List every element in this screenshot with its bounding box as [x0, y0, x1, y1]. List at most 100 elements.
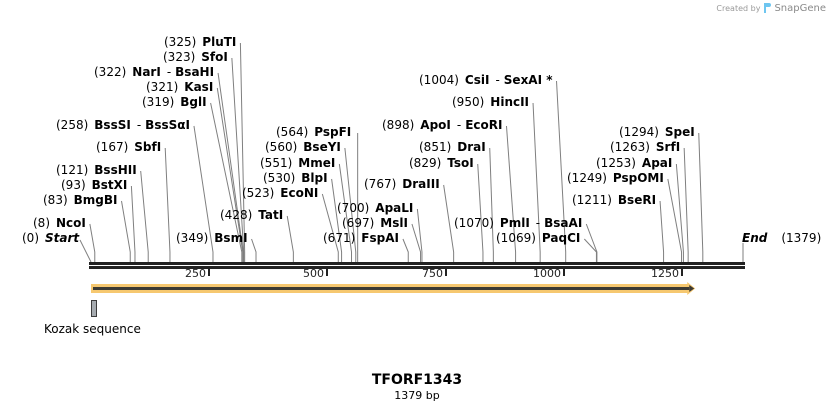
- enzyme-name: PspOMI: [612, 171, 664, 185]
- enzyme-name: BsaHI: [175, 65, 215, 79]
- site-label-draiii[interactable]: (767)DraIII: [364, 177, 440, 191]
- site-label-bsmi[interactable]: (349)BsmI: [176, 231, 248, 245]
- enzyme-name: PaqCI: [541, 231, 581, 245]
- site-line: [675, 163, 684, 262]
- site-position: (258): [56, 118, 89, 132]
- site-position: (1253): [596, 156, 636, 170]
- site-position: (1294): [619, 125, 659, 139]
- site-label-hincii[interactable]: (950)HincII: [452, 95, 529, 109]
- site-position: (671): [323, 231, 356, 245]
- enzyme-name: NcoI: [56, 216, 86, 230]
- site-label-fspai[interactable]: (671) FspAI: [323, 231, 399, 245]
- site-line: [489, 147, 494, 262]
- site-label-bmgbi[interactable]: (83)BmgBI: [43, 193, 118, 207]
- site-label-kasi[interactable]: (321)KasI: [146, 80, 213, 94]
- enzyme-name: PmlI: [499, 216, 530, 230]
- enzyme-name: BstXI: [91, 178, 128, 192]
- site-label-bseri[interactable]: (1211)BseRI: [572, 193, 656, 207]
- site-label-blpi[interactable]: (530)BlpI: [263, 171, 328, 185]
- backbone-top-strand: [89, 262, 745, 265]
- site-label-apoi[interactable]: (898)ApoI-EcoRI: [382, 118, 502, 132]
- site-label-spei[interactable]: (1294)SpeI: [619, 125, 695, 139]
- site-line: [556, 80, 567, 262]
- enzyme-name: PluTI: [202, 35, 237, 49]
- site-label-bsshii[interactable]: (121) BssHII: [56, 163, 137, 177]
- site-position: (950): [452, 95, 485, 109]
- site-position: (8): [33, 216, 50, 230]
- snapgene-credit: Created by SnapGene: [716, 2, 826, 14]
- site-position: (1004): [419, 73, 459, 87]
- site-line: [532, 102, 541, 262]
- site-position: (560): [265, 140, 298, 154]
- site-line: [698, 132, 704, 262]
- ruler-tick: [326, 269, 328, 276]
- site-label-srfi[interactable]: (1263)SrfI: [610, 140, 680, 154]
- enzyme-name: BlpI: [301, 171, 328, 185]
- site-label-tsoi[interactable]: (829)TsoI: [409, 156, 474, 170]
- site-label-sfoi[interactable]: (323)SfoI: [163, 50, 228, 64]
- kozak-feature-label[interactable]: Kozak sequence: [44, 322, 141, 336]
- enzyme-name: MmeI: [298, 156, 336, 170]
- enzyme-name: BssSI: [94, 118, 131, 132]
- site-line: [321, 193, 339, 262]
- credit-brand: SnapGene: [774, 2, 826, 14]
- site-line: [286, 215, 294, 262]
- site-position: (1249): [567, 171, 607, 185]
- site-label-bgli[interactable]: (319)BglI: [142, 95, 207, 109]
- site-line: [239, 42, 246, 262]
- enzyme-separator: -: [535, 216, 541, 230]
- site-position: (428): [220, 208, 253, 222]
- enzyme-name: SrfI: [655, 140, 681, 154]
- site-label-ncoi[interactable]: (8) NcoI: [33, 216, 86, 230]
- kozak-feature-box[interactable]: [91, 300, 97, 317]
- site-line: [477, 163, 484, 262]
- orf-arrow-core: [93, 287, 690, 290]
- site-label-apai[interactable]: (1253)ApaI: [596, 156, 672, 170]
- site-position: (121): [56, 163, 89, 177]
- enzyme-name: TatI: [258, 208, 284, 222]
- enzyme-separator: -: [166, 65, 172, 79]
- site-line: [89, 223, 96, 262]
- site-position: (851): [419, 140, 452, 154]
- enzyme-name: ApoI: [420, 118, 451, 132]
- enzyme-name: BglI: [180, 95, 207, 109]
- site-label-pspomi[interactable]: (1249) PspOMI: [567, 171, 664, 185]
- site-label-csii[interactable]: (1004)CsiI-SexAI *: [419, 73, 553, 87]
- site-line: [331, 178, 343, 262]
- enzyme-name: DraI: [457, 140, 486, 154]
- site-label-apali[interactable]: (700)ApaLI: [337, 201, 413, 215]
- site-line: [402, 238, 409, 262]
- site-position: (325): [164, 35, 197, 49]
- enzyme-name: BssHII: [94, 163, 137, 177]
- site-label-bsssi[interactable]: (258)BssSI-BssSαI: [56, 118, 190, 132]
- site-label-nari[interactable]: (322)NarI-BsaHI: [94, 65, 214, 79]
- site-label-msli[interactable]: (697)MslI: [342, 216, 408, 230]
- site-label-tati[interactable]: (428) TatI: [220, 208, 283, 222]
- site-line: [659, 200, 665, 262]
- site-label-bstxi[interactable]: (93)BstXI: [61, 178, 127, 192]
- site-position: (1070): [454, 216, 494, 230]
- site-line: [140, 170, 149, 262]
- site-label-mmei[interactable]: (551)MmeI: [260, 156, 335, 170]
- end-name: End: [742, 231, 768, 245]
- enzyme-name: SfoI: [201, 50, 228, 64]
- enzyme-name: BmgBI: [73, 193, 118, 207]
- site-line: [505, 125, 517, 262]
- site-label-bseyi[interactable]: (560) BseYI: [265, 140, 341, 154]
- site-label-pmli[interactable]: (1070) PmlI-BsaAI: [454, 216, 582, 230]
- site-line: [443, 184, 455, 262]
- site-line: [583, 238, 597, 262]
- site-label-econi[interactable]: (523)EcoNI: [242, 186, 318, 200]
- enzyme-name: FspAI: [361, 231, 399, 245]
- site-label-paqci[interactable]: (1069)PaqCI: [496, 231, 580, 245]
- site-line: [231, 57, 245, 262]
- site-label-sbfi[interactable]: (167)SbfI: [96, 140, 161, 154]
- enzyme-name: BsaAI: [544, 216, 583, 230]
- start-marker-line: [79, 239, 92, 263]
- site-label-drai[interactable]: (851) DraI: [419, 140, 486, 154]
- site-label-pspfi[interactable]: (564)PspFI: [276, 125, 351, 139]
- site-label-pluti[interactable]: (325) PluTI: [164, 35, 236, 49]
- enzyme-name: BseYI: [303, 140, 341, 154]
